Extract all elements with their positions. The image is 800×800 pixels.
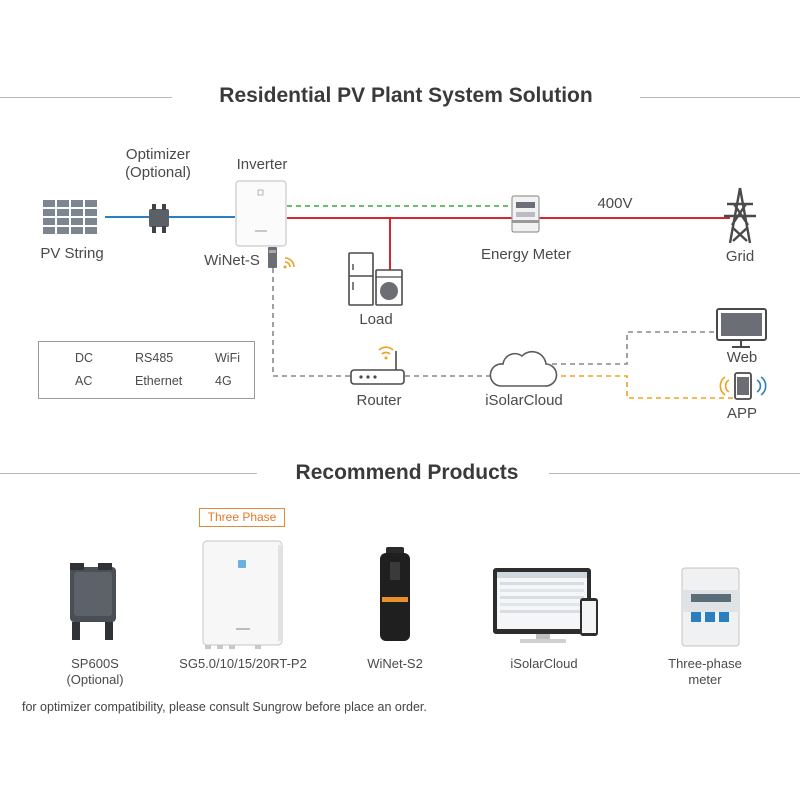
legend-ac: AC (75, 374, 93, 388)
legend-ethernet: Ethernet (135, 374, 183, 388)
winet-s2-image (380, 547, 410, 641)
web-label: Web (726, 349, 758, 366)
load-label: Load (359, 311, 393, 328)
three-phase-badge: Three Phase (199, 508, 285, 527)
web-monitor-icon (716, 308, 767, 348)
legend-box (38, 341, 255, 399)
grid-label: Grid (725, 248, 755, 265)
footer-note: for optimizer compatibility, please cons… (22, 700, 427, 714)
winet-s-icon (268, 247, 277, 268)
load-icon (348, 252, 403, 306)
energy-meter-label: Energy Meter (480, 246, 572, 263)
energy-meter-icon (511, 195, 540, 233)
title-rule-right (640, 97, 800, 98)
winet-wifi-icon (283, 257, 295, 269)
page-title: Residential PV Plant System Solution (219, 84, 593, 107)
winet-label: WiNet-S (204, 252, 260, 269)
inverter-label: Inverter (236, 156, 288, 173)
app-label: APP (726, 405, 757, 422)
pv-string-icon (43, 200, 97, 234)
legend-dc: DC (75, 351, 94, 365)
optimizer-label: Optimizer (Optional) (125, 146, 191, 181)
wifi-line-app (552, 375, 735, 399)
voltage-label: 400V (597, 195, 633, 212)
legend-wifi: WiFi (215, 351, 240, 365)
three-phase-meter-image (681, 567, 740, 647)
product-label-winet-s2: WiNet-S2 (367, 656, 423, 671)
legend-rs485: RS485 (135, 351, 174, 365)
product-label-sp600s: SP600S (Optional) (66, 656, 124, 687)
title-rule-left (0, 97, 172, 98)
legend-4g: 4G (215, 374, 232, 388)
router-wifi-icon (378, 346, 394, 360)
isolarcloud-image (493, 568, 598, 643)
app-4g-icon (756, 376, 767, 396)
products-title: Recommend Products (295, 461, 519, 484)
inverter-icon (235, 180, 287, 247)
cloud-icon (489, 350, 558, 387)
products-rule-right (549, 473, 800, 474)
product-label-sg-inverter: SG5.0/10/15/20RT-P2 (179, 656, 307, 671)
grid-tower-icon (724, 187, 756, 244)
router-icon (350, 351, 405, 385)
ethernet-line-winet (272, 268, 350, 377)
app-phone-icon (734, 372, 752, 400)
sp600s-image (70, 563, 116, 640)
products-rule-left (0, 473, 257, 474)
ethernet-line-web (552, 331, 715, 365)
product-label-three-phase-meter: Three-phase meter (668, 656, 742, 687)
router-label: Router (356, 392, 402, 409)
sg-inverter-image (202, 540, 283, 649)
pv-string-label: PV String (40, 245, 104, 262)
optimizer-icon (149, 204, 169, 233)
app-wifi-icon (719, 376, 730, 396)
cloud-label: iSolarCloud (485, 392, 563, 409)
product-label-isolarcloud: iSolarCloud (510, 656, 578, 671)
